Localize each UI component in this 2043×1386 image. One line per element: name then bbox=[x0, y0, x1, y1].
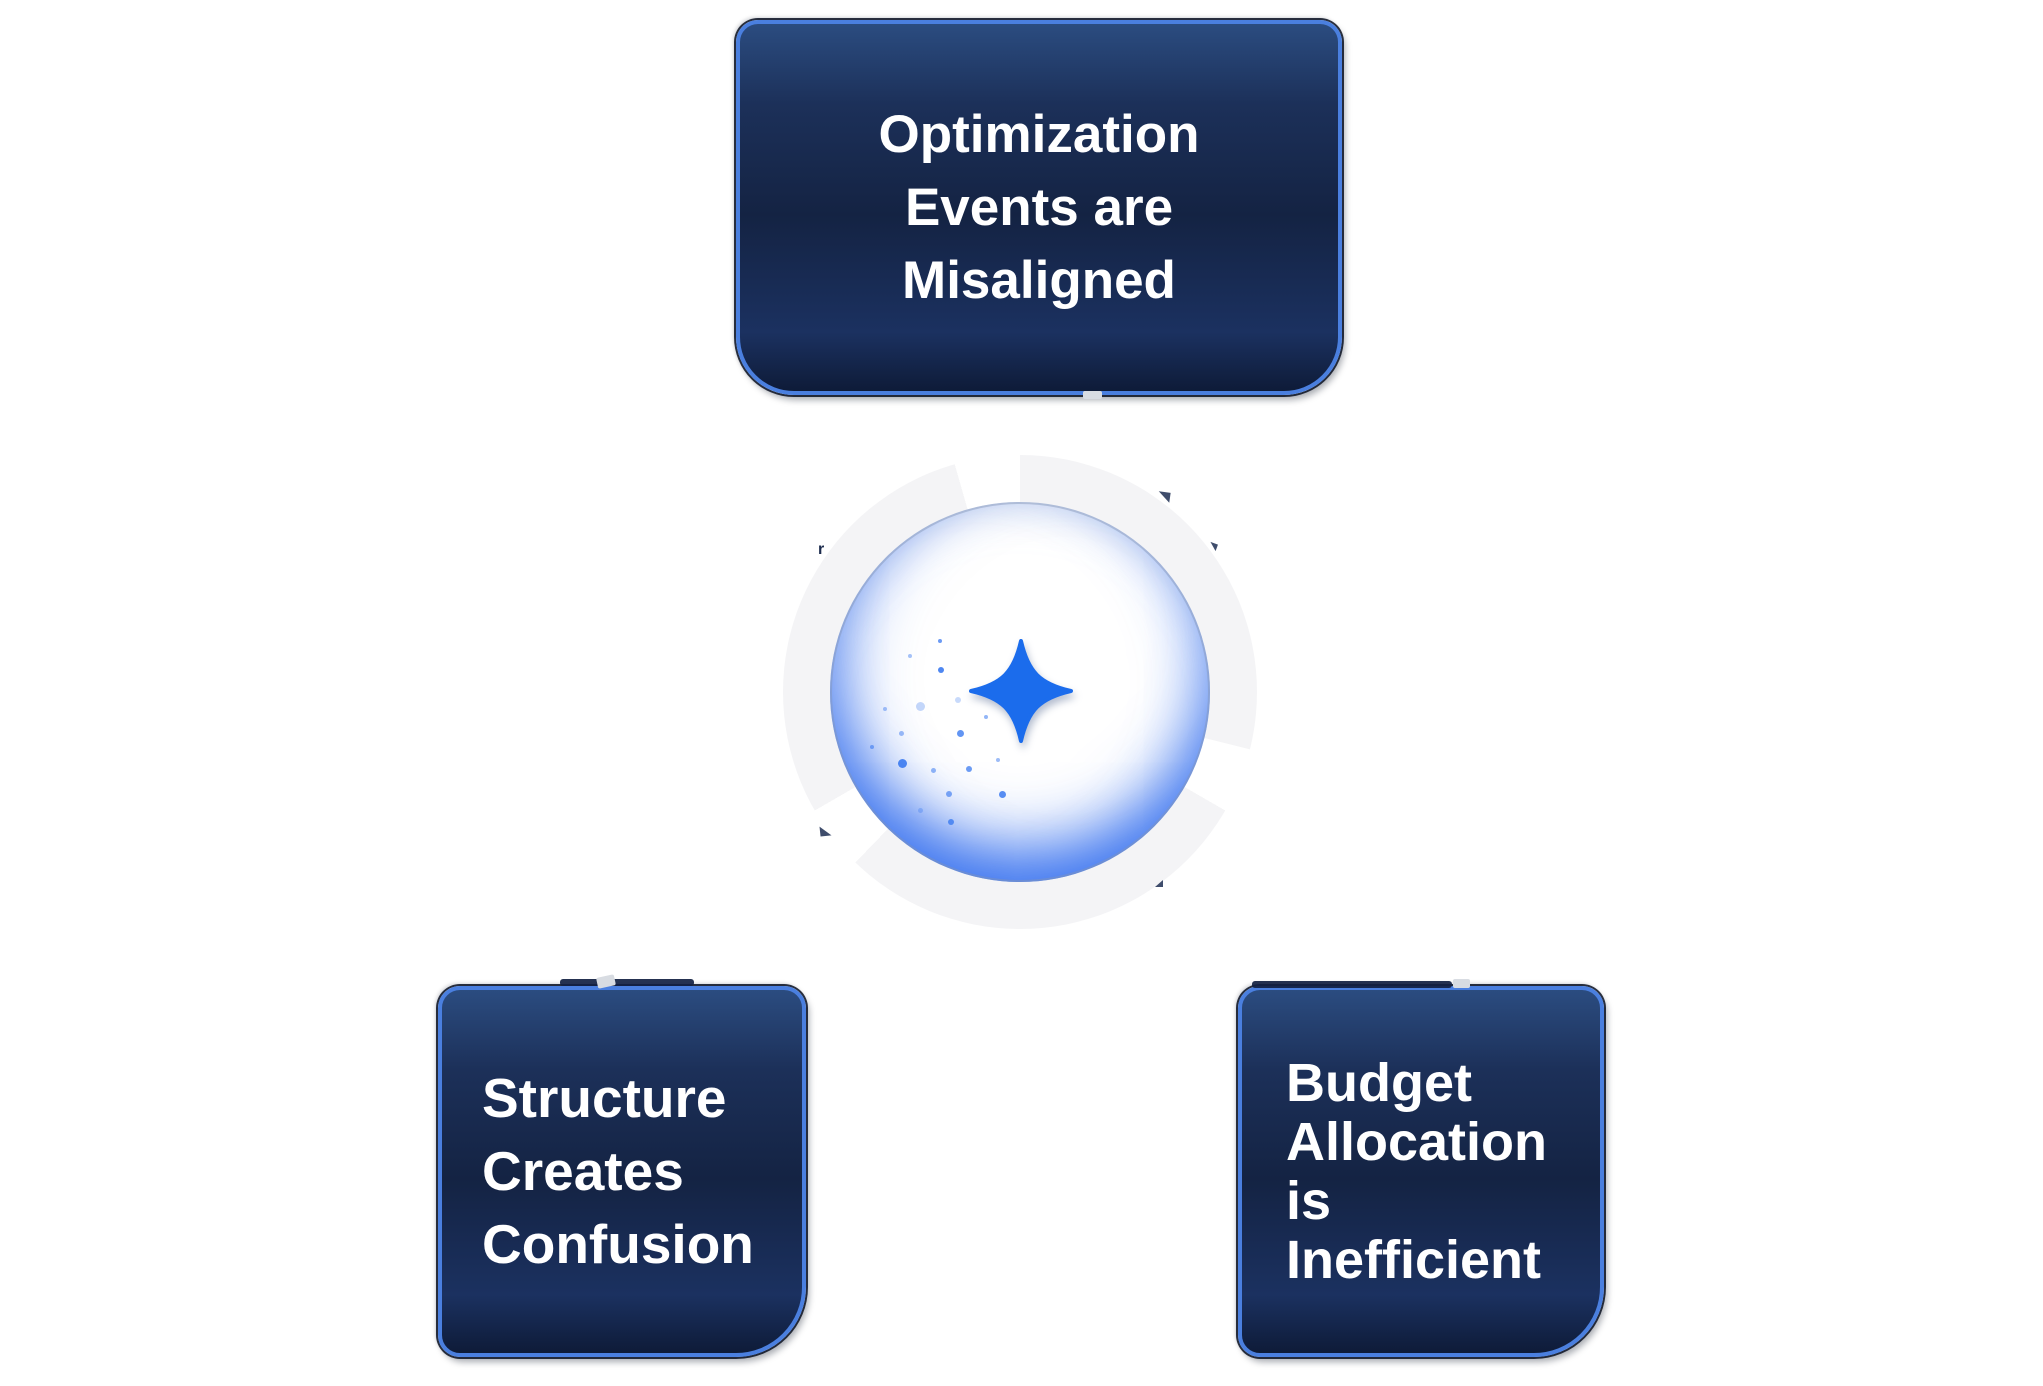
particle-dot bbox=[998, 790, 1006, 798]
card-text-line: Events are bbox=[904, 178, 1174, 237]
particle-dot bbox=[908, 654, 912, 658]
card-text-line: is bbox=[1286, 1170, 1332, 1231]
speck-artifact bbox=[1157, 491, 1171, 503]
connector-remnant bbox=[1252, 981, 1452, 988]
particle-dot bbox=[996, 758, 1000, 762]
card-text-line: Optimization bbox=[878, 105, 1200, 164]
card-text-line: Confusion bbox=[482, 1213, 754, 1275]
card-text-line: Creates bbox=[482, 1140, 684, 1202]
particle-dot bbox=[930, 767, 936, 773]
speck-artifact bbox=[1155, 880, 1163, 887]
particle-dot bbox=[956, 729, 964, 737]
particle-dot bbox=[898, 730, 904, 736]
card-text-line: Inefficient bbox=[1286, 1229, 1542, 1290]
connector-remnant bbox=[560, 979, 694, 986]
particle-dot bbox=[955, 697, 961, 703]
stray-glyph-artifact: r bbox=[818, 541, 825, 558]
card-structure-confusion: Structure Creates Confusion bbox=[438, 986, 806, 1357]
card-budget-inefficient: Budget Allocation is Inefficient bbox=[1238, 986, 1604, 1357]
connector-remnant bbox=[1083, 391, 1102, 399]
particle-dot bbox=[984, 715, 988, 719]
particle-dot bbox=[938, 639, 942, 643]
particle-dot bbox=[883, 707, 887, 711]
particle-dot bbox=[948, 819, 954, 825]
card-text-line: Misaligned bbox=[902, 251, 1176, 310]
particle-dot bbox=[870, 745, 874, 749]
particle-dot bbox=[917, 807, 923, 813]
card-text-line: Structure bbox=[482, 1067, 727, 1129]
card-text-line: Budget bbox=[1286, 1052, 1472, 1113]
card-text-line: Allocation bbox=[1286, 1111, 1548, 1172]
particle-dot bbox=[946, 791, 952, 797]
particle-dot bbox=[966, 766, 972, 772]
particle-dot bbox=[897, 758, 907, 768]
card-optimization-events: Optimization Events are Misaligned bbox=[736, 20, 1342, 395]
particle-dot bbox=[938, 667, 944, 673]
connector-remnant bbox=[1453, 979, 1470, 988]
particle-dot bbox=[915, 701, 925, 711]
ai-sparkle-icon bbox=[969, 639, 1073, 743]
speck-artifact bbox=[819, 825, 832, 837]
